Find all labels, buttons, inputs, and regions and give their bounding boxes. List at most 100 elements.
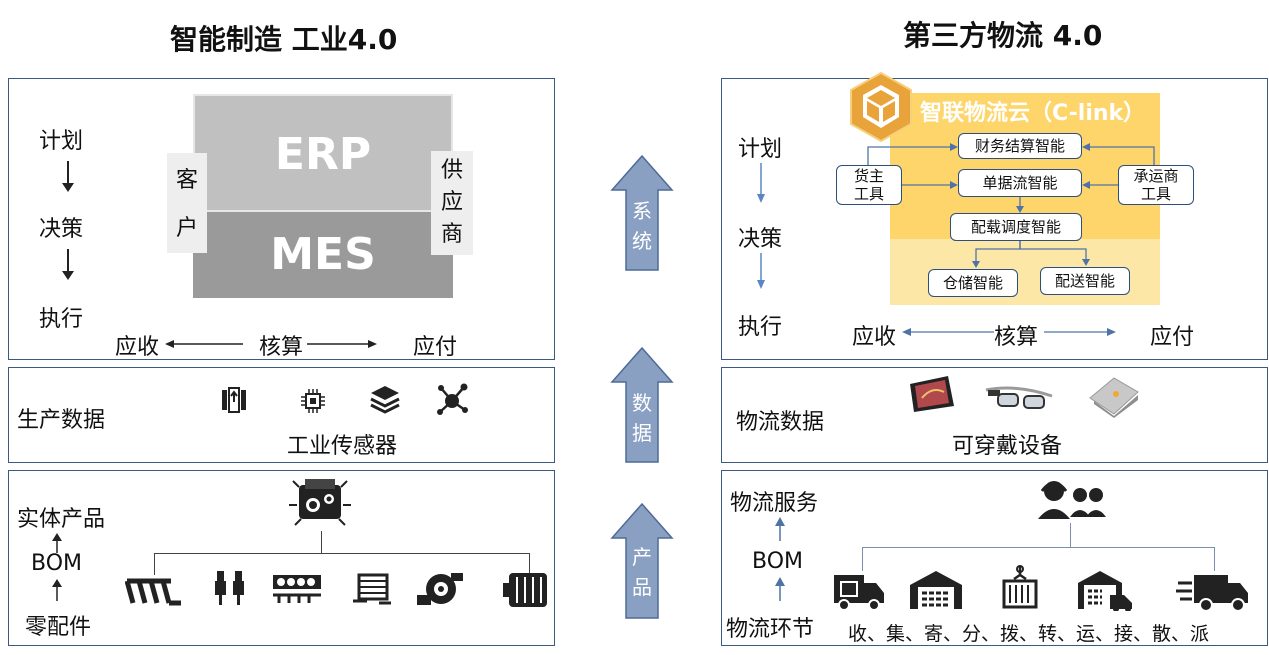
warehouse-truck-icon (1078, 571, 1132, 611)
step-plan: 计划 (738, 137, 783, 162)
left-title: 智能制造 工业4.0 (170, 23, 398, 56)
network-node-icon (437, 383, 468, 415)
production-data-label: 生产数据 (17, 408, 106, 433)
left-system-panel: 计划 决策 执行 ERP MES 客 户 供 应 商 应收 核算 应付 (8, 78, 555, 360)
data-arrow: 数 据 (610, 346, 674, 464)
radiator-icon (353, 573, 391, 605)
fast-truck-icon (1176, 575, 1248, 612)
data-arrow-char: 数 (632, 391, 652, 415)
engine-icon (289, 479, 351, 526)
engine-block-icon (273, 575, 321, 603)
arrow-up-icon (52, 579, 62, 601)
system-arrow: 系 统 (610, 154, 674, 272)
accounting-label: 核算 (994, 325, 1039, 350)
accounting-label: 核算 (259, 335, 304, 360)
connector-line (1214, 547, 1215, 571)
logistics-link-label: 物流环节 (726, 617, 815, 642)
erp-block: ERP (193, 94, 453, 212)
owner-tool-line: 货主 (853, 167, 884, 185)
connector-line (862, 547, 863, 571)
big-up-arrow-icon (610, 346, 674, 463)
arrow-line (67, 161, 69, 185)
customer-box: 客 户 (167, 153, 207, 253)
dispatch-box: 配载调度智能 (950, 213, 1082, 241)
arrow-down-icon (757, 163, 765, 203)
logistics-data-label: 物流数据 (736, 410, 825, 435)
left-data-panel: 生产数据 工业传感器 (8, 367, 555, 463)
right-system-panel: 计划 决策 执行 智联物流云（C-link） 财务结算智能 单据流智能 配载调度… (721, 71, 1268, 360)
industrial-sensor-caption: 工业传感器 (287, 434, 398, 459)
cloud-title: 智联物流云（C-link） (920, 101, 1146, 126)
customer-service-icon (1038, 481, 1106, 519)
right-data-panel: 物流数据 可穿戴设备 (721, 367, 1268, 463)
supplier-char: 供 (440, 158, 463, 183)
layers-icon (370, 386, 400, 414)
product-arrow: 产 品 (610, 502, 674, 620)
cylinder-icon (503, 573, 547, 607)
step-plan: 计划 (39, 129, 84, 154)
document-flow-box: 单据流智能 (958, 169, 1082, 197)
owner-tool-box: 货主 工具 (836, 165, 902, 205)
system-arrow-char: 系 (632, 199, 652, 223)
carrier-tool-line: 工具 (1140, 185, 1171, 203)
supplier-char: 应 (440, 190, 463, 215)
connector-line (321, 531, 322, 553)
arrow-down-icon (62, 183, 74, 192)
chip-icon (301, 389, 325, 413)
smart-glasses-icon (985, 386, 1053, 409)
product-arrow-char: 品 (632, 575, 652, 599)
physical-product-label: 实体产品 (17, 507, 106, 532)
supplier-box: 供 应 商 (431, 151, 473, 255)
customer-char: 户 (175, 216, 198, 241)
payable-label: 应付 (413, 335, 458, 360)
connector-line (154, 553, 529, 554)
arrow-left-icon (902, 328, 994, 336)
parts-label: 零配件 (25, 615, 92, 640)
spark-plug-icon (215, 571, 244, 605)
supplier-char: 商 (440, 222, 463, 247)
right-title: 第三方物流 4.0 (903, 19, 1103, 52)
mes-block: MES (193, 212, 453, 298)
receivable-label: 应收 (852, 325, 897, 350)
arrow-down-icon (62, 271, 74, 280)
product-arrow-char: 产 (632, 545, 652, 569)
arrow-left-icon (165, 340, 243, 348)
arrow-down-icon (757, 253, 765, 289)
data-arrow-char: 据 (632, 421, 652, 445)
handheld-device-icon (1089, 377, 1139, 418)
cloud-connector-arrows (867, 143, 1155, 268)
system-arrow-char: 统 (632, 229, 652, 253)
delivery-intelligence-box: 配送智能 (1040, 267, 1130, 295)
arrow-up-icon (775, 517, 785, 541)
step-decide: 决策 (738, 227, 783, 252)
payable-label: 应付 (1150, 325, 1195, 350)
arrow-right-icon (307, 340, 377, 348)
receivable-label: 应收 (115, 335, 160, 360)
container-icon (1002, 565, 1038, 609)
arrow-up-icon (775, 577, 785, 601)
arrow-line (67, 249, 69, 273)
big-up-arrow-icon (610, 502, 674, 619)
carrier-tool-line: 承运商 (1133, 167, 1179, 185)
arrow-up-icon (52, 533, 62, 553)
big-up-arrow-icon (610, 154, 674, 271)
step-execute: 执行 (39, 307, 84, 332)
wearable-caption: 可穿戴设备 (952, 434, 1063, 459)
left-product-panel: 实体产品 BOM 零配件 (8, 470, 555, 646)
turbo-icon (417, 573, 463, 605)
cloud-logo-icon (850, 71, 912, 143)
logistics-service-label: 物流服务 (730, 491, 819, 516)
step-decide: 决策 (39, 217, 84, 242)
connector-line (862, 547, 1214, 548)
bom-label: BOM (752, 549, 804, 574)
circuit-board-icon (222, 387, 246, 413)
arrow-right-icon (1044, 328, 1116, 336)
warehouse-icon (910, 571, 962, 609)
carrier-tool-box: 承运商 工具 (1118, 165, 1194, 205)
connector-line (529, 553, 530, 575)
bom-label: BOM (31, 551, 83, 576)
connector-line (154, 553, 155, 575)
warehouse-intelligence-box: 仓储智能 (928, 269, 1018, 297)
customer-char: 客 (175, 168, 198, 193)
connector-line (1070, 523, 1071, 547)
